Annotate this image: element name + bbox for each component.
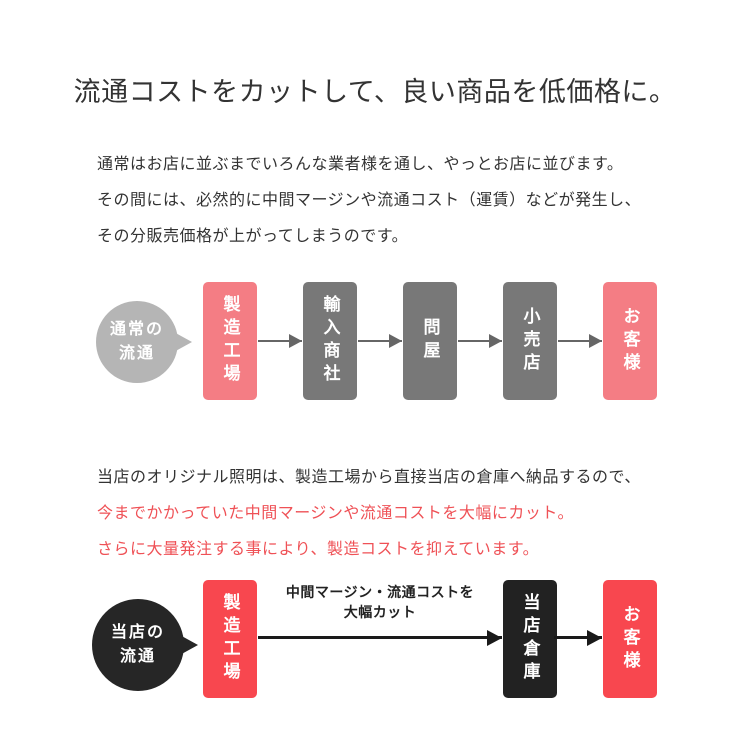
intro-paragraph: 通常はお店に並ぶまでいろんな業者様を通し、やっとお店に並びます。 その間には、必…: [97, 147, 697, 255]
normal-step-wholesaler: 問屋: [403, 282, 457, 400]
page-title: 流通コストをカットして、良い商品を低価格に。: [73, 77, 677, 107]
arrow-right-icon: [554, 636, 602, 639]
arrow-right-icon: [258, 636, 502, 639]
ours-flow-bubble-label: 当店の 流通: [110, 624, 165, 665]
normal-flow-bubble-label: 通常の 流通: [109, 321, 164, 362]
ours-flow-bubble: 当店の 流通: [92, 599, 198, 691]
intro-line-2: その間には、必然的に中間マージンや流通コスト（運賃）などが発生し、: [97, 192, 642, 209]
cost-cut-label: 中間マージン・流通コストを 大幅カット: [285, 584, 475, 620]
speech-tail-icon: [172, 331, 192, 353]
middle-line-1: 当店のオリジナル照明は、製造工場から直接当店の倉庫へ納品するので、: [97, 469, 641, 486]
intro-line-1: 通常はお店に並ぶまでいろんな業者様を通し、やっとお店に並びます。: [97, 156, 624, 173]
middle-line-2: 今までかかっていた中間マージンや流通コストを大幅にカット。: [97, 505, 575, 522]
middle-paragraph: 当店のオリジナル照明は、製造工場から直接当店の倉庫へ納品するので、 今までかかっ…: [97, 460, 697, 568]
ours-step-customer: お客様: [603, 580, 657, 698]
normal-step-customer: お客様: [603, 282, 657, 400]
arrow-right-icon: [558, 340, 602, 342]
normal-step-importer: 輸入商社: [303, 282, 357, 400]
arrow-right-icon: [258, 340, 302, 342]
normal-flow-bubble: 通常の 流通: [96, 301, 192, 383]
ours-step-warehouse: 当店倉庫: [503, 580, 557, 698]
intro-line-3: その分販売価格が上がってしまうのです。: [97, 228, 409, 245]
speech-tail-icon: [178, 634, 198, 656]
arrow-right-icon: [358, 340, 402, 342]
arrow-right-icon: [458, 340, 502, 342]
normal-step-factory: 製造工場: [203, 282, 257, 400]
ours-step-factory: 製造工場: [203, 580, 257, 698]
middle-line-3: さらに大量発注する事により、製造コストを抑えています。: [97, 541, 540, 558]
normal-step-retailer: 小売店: [503, 282, 557, 400]
